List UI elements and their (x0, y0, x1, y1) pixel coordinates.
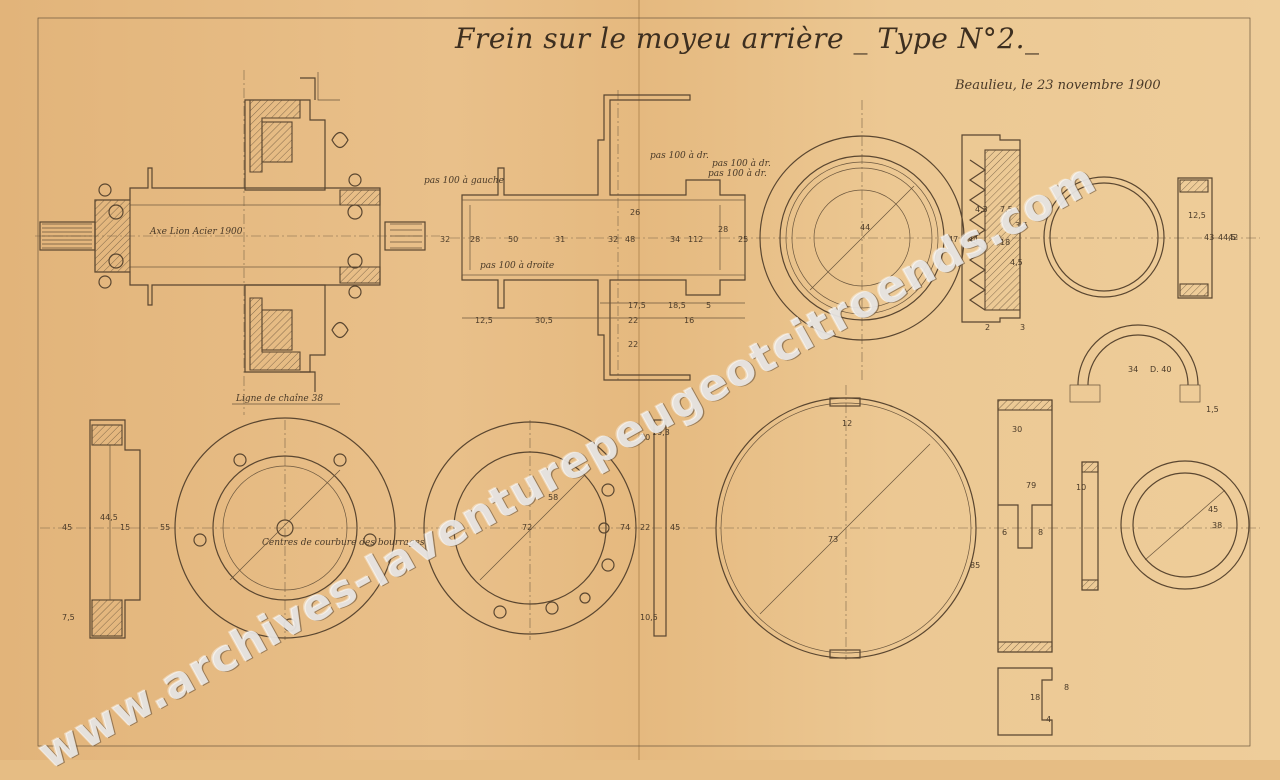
chain-line-label: Ligne de chaîne 38 (235, 393, 323, 404)
dimension-label: 22 (628, 316, 638, 325)
dimension-label: 43 (1204, 233, 1214, 242)
dimension-label: 16 (684, 316, 694, 325)
dimension-label: 22 (640, 523, 650, 532)
dimension-label: 55 (160, 523, 170, 532)
dimension-label: 28 (470, 235, 480, 244)
hub-shell-view: pas 100 à gauche pas 100 à dr. pas 100 à… (424, 90, 771, 381)
dimension-label: 45 (1208, 505, 1218, 514)
dimension-label: 34 (1128, 365, 1138, 374)
dimension-label: 17,5 (628, 301, 646, 310)
dimension-label: 4,3 (975, 205, 988, 214)
dimension-label: 34 (670, 235, 680, 244)
dimension-label: 7,5 (1000, 205, 1013, 214)
dimension-label: 12,5 (1188, 211, 1206, 220)
dimension-label: 26 (630, 208, 640, 217)
dimension-label: 44,5 (1218, 233, 1236, 242)
dimension-label: 45 (62, 523, 72, 532)
dimension-label: 72 (522, 523, 532, 532)
dimension-label: 8 (1038, 528, 1043, 537)
dimension-label: 7,5 (62, 613, 75, 622)
dimension-label: 44 (860, 223, 870, 232)
dimension-label: 74 (620, 523, 630, 532)
flange-right-top-note: pas 100 à dr. (650, 150, 709, 161)
dimension-label: 4 (1046, 715, 1051, 724)
brake-drum-face-view: 44 47 44 4,3 7,5 18 4,5 3,5 2 3 44,5 43 … (759, 100, 1260, 414)
dimension-label: 4,5 (1010, 258, 1023, 267)
dimension-label: 44 (968, 235, 978, 244)
dimension-label: 3 (1020, 323, 1025, 332)
dimension-label: 22 (628, 340, 638, 349)
sheet-border (37, 17, 1251, 747)
dimension-label: 12 (842, 419, 852, 428)
dimension-label: 32 (440, 235, 450, 244)
drawing-dateline: Beaulieu, le 23 novembre 1900 (955, 78, 1161, 93)
technical-drawing: Axe Lion Acier 1900 Ligne de chaîne 38 p… (35, 17, 1260, 747)
dimension-label: 58 (548, 493, 558, 502)
dimension-label: 31 (555, 235, 565, 244)
dimension-label: 25 (738, 235, 748, 244)
backplate-section-view: 45 44,5 15 55 7,5 (62, 419, 170, 639)
dimension-label: 47 (948, 235, 958, 244)
dimension-label: 12,5 (475, 316, 493, 325)
dimension-label: 44,5 (100, 513, 118, 522)
dimension-label: 48 (625, 235, 635, 244)
dimension-label: 28 (718, 225, 728, 234)
dimension-label: 6 (1002, 528, 1007, 537)
dimension-label: 30,5 (535, 316, 553, 325)
backplate-face-view: Centres de courbure des bourrages (174, 417, 425, 640)
drawing-title: Frein sur le moyeu arrière _ Type N°2._ (455, 22, 1040, 55)
dimension-label: D. 40 (1150, 365, 1171, 374)
dimension-label: 2 (985, 323, 990, 332)
dimension-label: 5 (706, 301, 711, 310)
dimension-label: 1,5 (1206, 405, 1219, 414)
hub-dimension-labels: 32 28 50 31 32 48 34 25 28 112 26 12,5 3… (440, 208, 748, 349)
center-disc-view: 58 72 10 19,3 22 74 45 10,5 (423, 419, 680, 640)
dimension-label: 30 (1012, 425, 1022, 434)
large-ring-view: 12 73 30 79 6 8 85 18 8 4 (715, 385, 1069, 736)
dimension-label: 18 (1000, 238, 1010, 247)
dimension-label: 18,5 (668, 301, 686, 310)
dimension-label: 10 (1076, 483, 1086, 492)
dimension-label: 85 (970, 561, 980, 570)
dimension-label: 50 (508, 235, 518, 244)
dimension-label: 3,5 (1015, 221, 1028, 230)
hub-section-view: Axe Lion Acier 1900 Ligne de chaîne 38 (35, 70, 440, 415)
dimension-label: 45 (670, 523, 680, 532)
dimension-label: 112 (688, 235, 703, 244)
dimension-label: 19,3 (652, 428, 670, 437)
dimension-label: 10,5 (640, 613, 658, 622)
flange-left-note: pas 100 à gauche (424, 175, 504, 186)
dimension-label: 8 (1064, 683, 1069, 692)
centres-note: Centres de courbure des bourrages (262, 538, 425, 548)
flange-right-note-2: pas 100 à dr. (708, 168, 767, 179)
dimension-label: 38 (1212, 521, 1222, 530)
dimension-label: 32 (608, 235, 618, 244)
thread-right-note: pas 100 à droite (480, 260, 554, 271)
dimension-label: 18 (1030, 693, 1040, 702)
flange-right-note: pas 100 à dr. (712, 158, 771, 169)
small-ring-view: 45 38 10 (1076, 460, 1250, 591)
dimension-label: 73 (828, 535, 838, 544)
dimension-label: 15 (120, 523, 130, 532)
dimension-label: 42 (1228, 233, 1238, 242)
dimension-label: 10 (640, 433, 650, 442)
dimension-label: 79 (1026, 481, 1036, 490)
axle-label: Axe Lion Acier 1900 (149, 227, 243, 237)
